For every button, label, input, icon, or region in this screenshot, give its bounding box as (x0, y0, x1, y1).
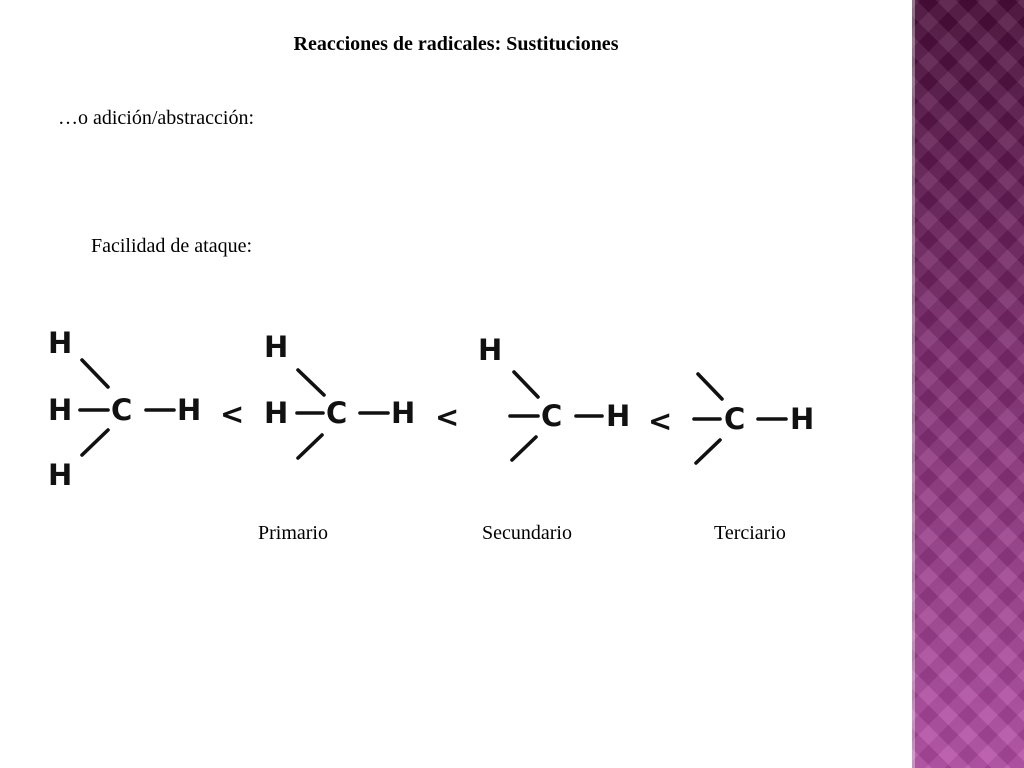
atom-primary-h-left: H (264, 396, 288, 430)
ease-of-attack-label: Facilidad de ataque: (91, 235, 253, 257)
label-secundario: Secundario (482, 522, 572, 544)
label-terciario: Terciario (714, 522, 786, 544)
slide-canvas: Reacciones de radicales: Sustituciones …… (48, 33, 815, 544)
atom-tertiary-h-right: H (790, 402, 814, 436)
radical-structures-diagram: H H C H H H H C H H C H C H < < < (48, 326, 814, 492)
atom-methane-h-bottom: H (48, 458, 72, 492)
atom-tertiary-c: C (724, 402, 745, 436)
bond-methane-lower-left (80, 428, 110, 457)
bond-tertiary-upper-left (696, 372, 724, 401)
less-than-sign-1: < (220, 397, 244, 431)
atom-primary-h-right: H (391, 396, 415, 430)
bond-primary-upper-left (296, 368, 326, 397)
subtitle-text: …o adición/abstracción: (58, 107, 255, 129)
bond-secondary-lower-left (510, 435, 538, 462)
label-primario: Primario (258, 522, 328, 544)
atom-methane-h-left: H (48, 393, 72, 427)
atom-primary-h-top: H (264, 330, 288, 364)
atom-secondary-h-right: H (606, 399, 630, 433)
less-than-sign-2: < (435, 400, 459, 434)
decorative-side-panel (912, 0, 1024, 768)
atom-methane-h-right: H (177, 393, 201, 427)
atom-primary-c: C (326, 396, 347, 430)
bond-primary-lower-left (296, 433, 324, 460)
atom-methane-c: C (111, 393, 132, 427)
less-than-sign-3: < (648, 404, 672, 438)
atom-secondary-c: C (541, 399, 562, 433)
atom-secondary-h-top: H (478, 333, 502, 367)
atom-methane-h-top: H (48, 326, 72, 360)
bond-secondary-upper-left (512, 370, 540, 399)
bond-methane-upper-left (80, 358, 110, 389)
bond-tertiary-lower-left (694, 438, 722, 465)
slide-title: Reacciones de radicales: Sustituciones (293, 33, 619, 55)
